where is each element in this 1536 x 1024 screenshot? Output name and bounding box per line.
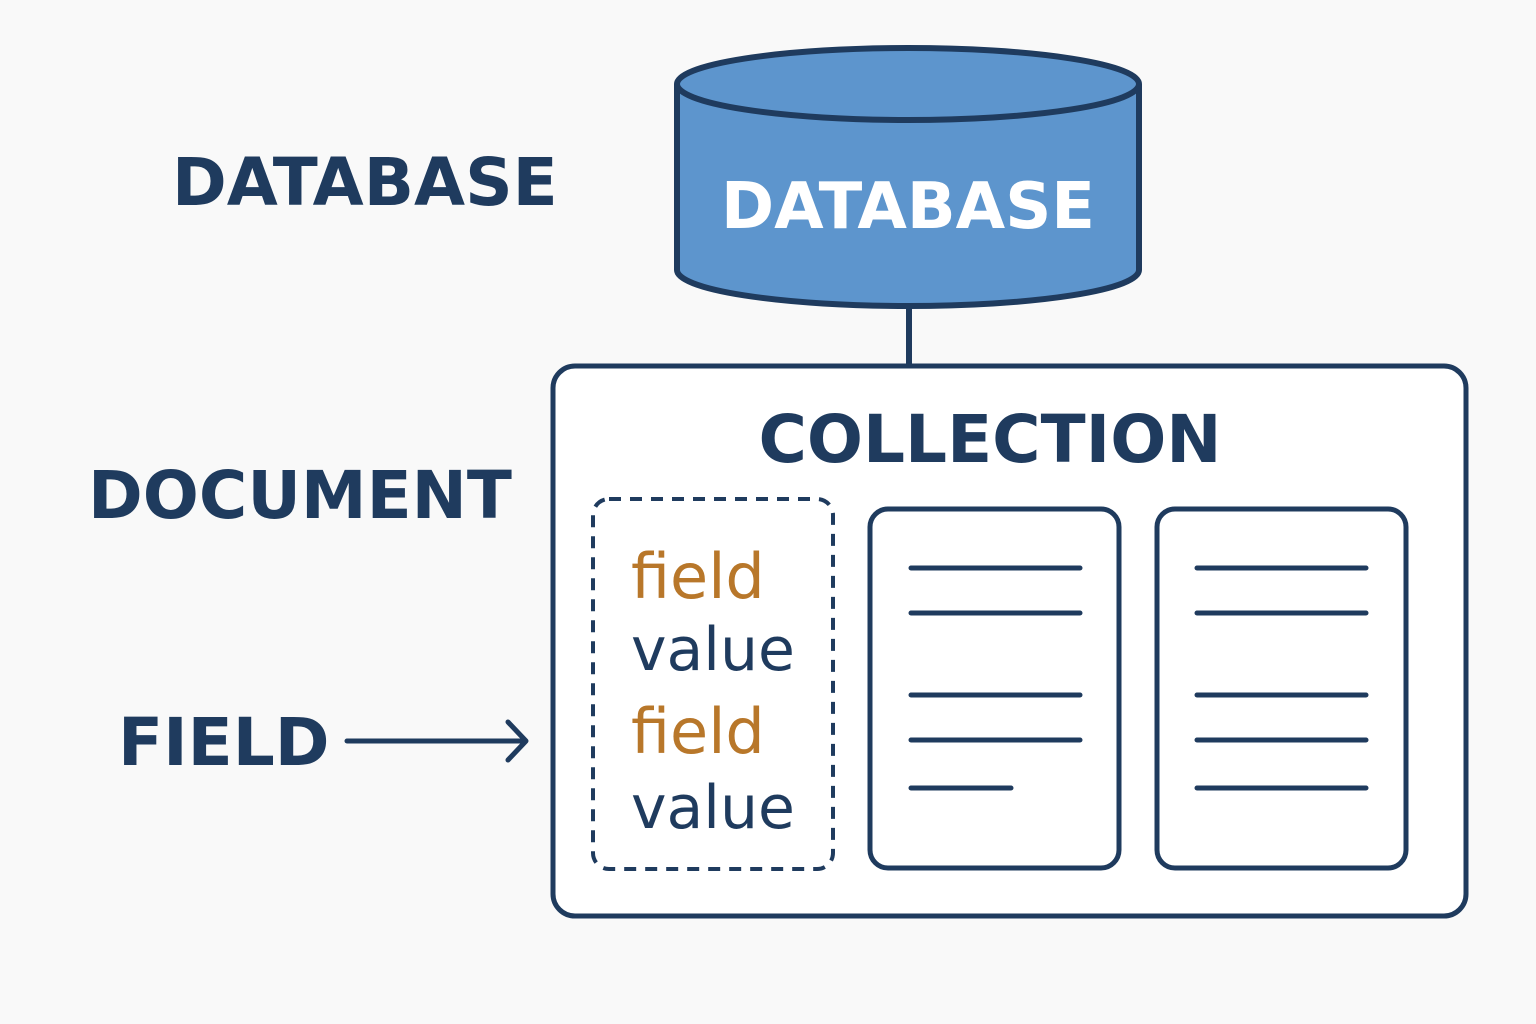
highlighted-document <box>591 497 835 871</box>
document-field-2: field <box>631 695 765 768</box>
document-field-1: field <box>631 540 765 613</box>
document-card-1 <box>867 506 1122 871</box>
text-lines-icon <box>908 565 1083 791</box>
document-side-label: DOCUMENT <box>88 457 512 534</box>
field-side-label: FIELD <box>118 704 330 781</box>
text-lines-icon <box>1194 565 1369 791</box>
document-value-2: value <box>631 773 795 843</box>
database-cylinder-icon <box>674 45 1142 309</box>
document-value-1: value <box>631 615 795 685</box>
database-cylinder-label: DATABASE <box>721 170 1095 244</box>
right-arrow-icon <box>344 719 529 763</box>
document-card-2 <box>1154 506 1409 871</box>
collection-title: COLLECTION <box>758 401 1221 478</box>
database-side-label: DATABASE <box>172 144 558 221</box>
